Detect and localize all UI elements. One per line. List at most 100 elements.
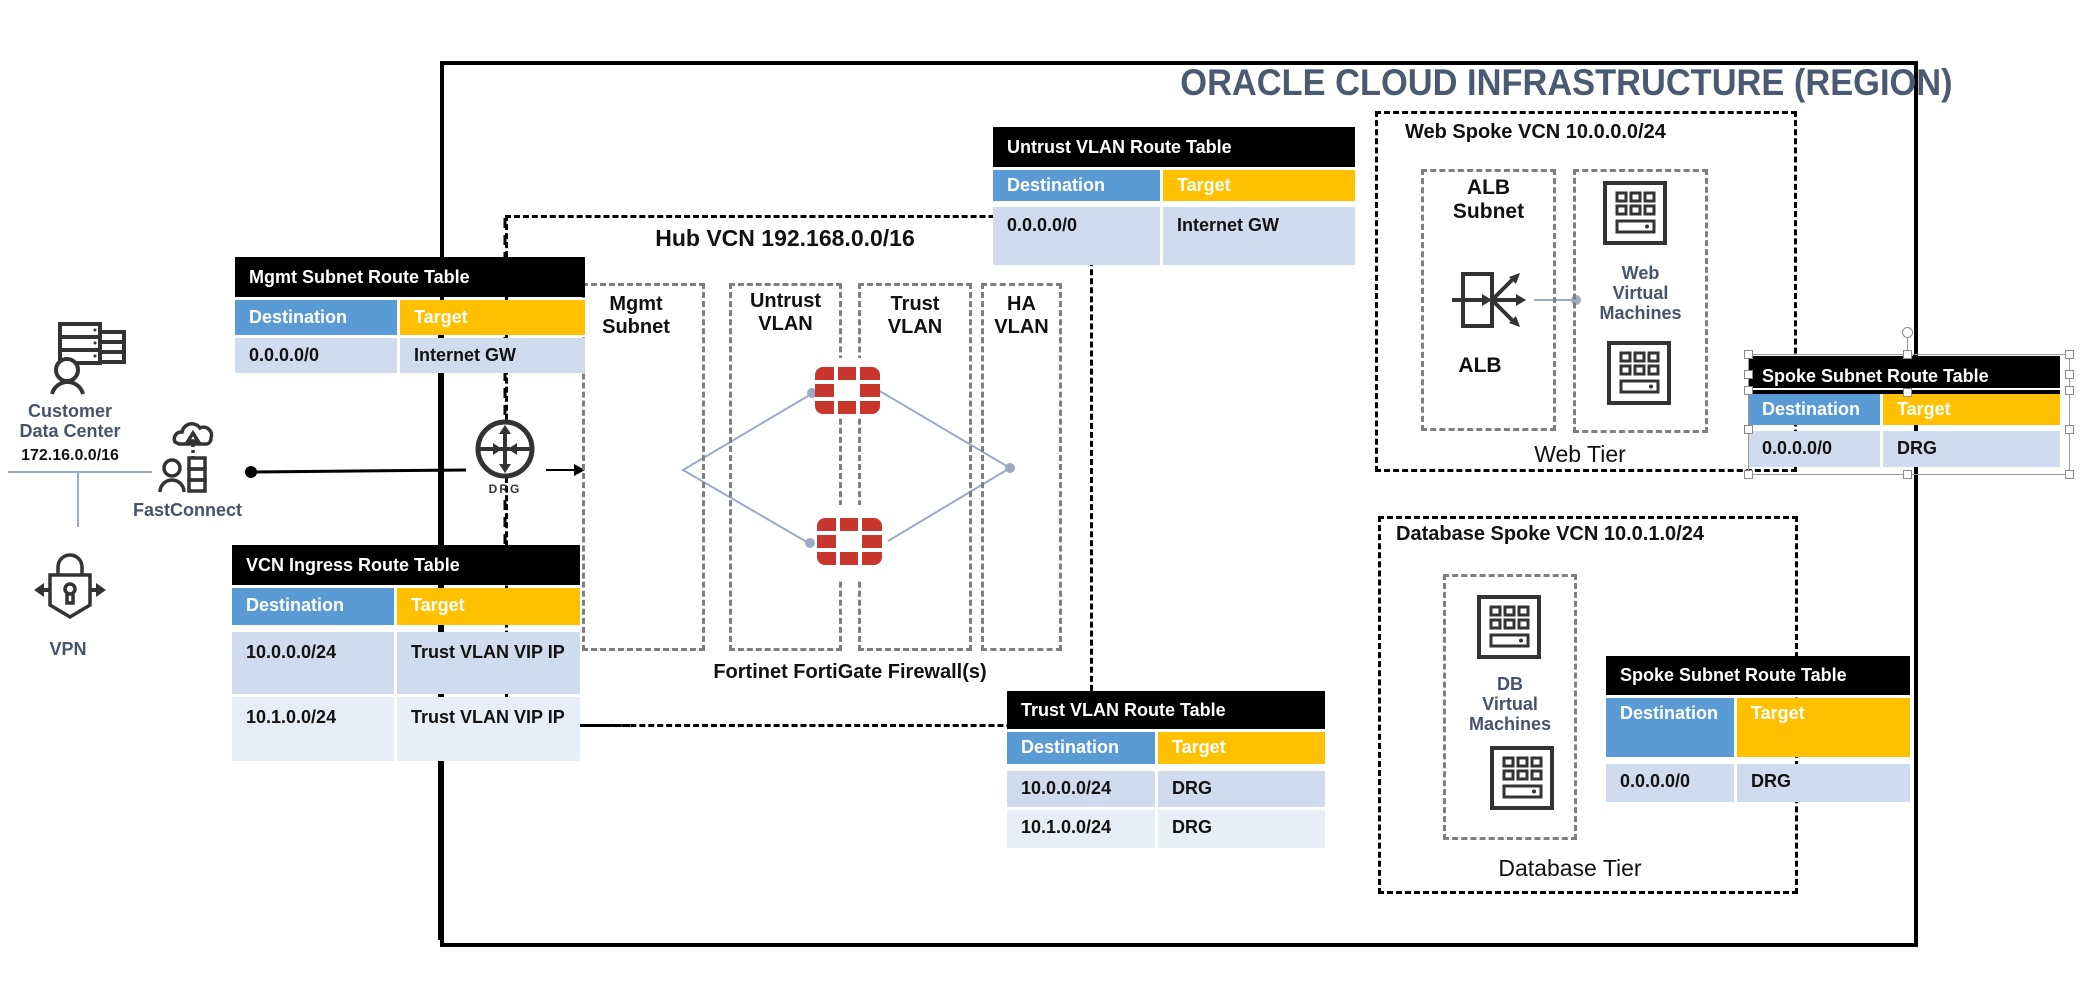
subnet-ha-vlan[interactable] <box>981 283 1062 651</box>
resize-handle[interactable] <box>1744 370 1753 379</box>
hub-vcn-title: Hub VCN 192.168.0.0/16 <box>655 225 915 251</box>
ingress-hub-dashed-line <box>580 724 630 727</box>
firewall-caption: Fortinet FortiGate Firewall(s) <box>713 661 987 683</box>
route-table-mgmt: Mgmt Subnet Route Table Destination Targ… <box>235 257 585 373</box>
server-icon[interactable] <box>1477 595 1541 659</box>
cell-target: Trust VLAN VIP IP <box>397 632 580 694</box>
web-tier-label: Web Tier <box>1534 441 1626 467</box>
table-row: 0.0.0.0/0 DRG <box>1748 431 2060 467</box>
alb-label: ALB <box>1458 354 1502 377</box>
route-table-title: Spoke Subnet Route Table <box>1606 656 1910 695</box>
label-line: Machines <box>1599 302 1682 323</box>
label-line: Trust <box>890 293 940 315</box>
resize-handle[interactable] <box>2065 370 2074 379</box>
col-target: Target <box>1737 698 1910 757</box>
web-spoke-title: Web Spoke VCN 10.0.0.0/24 <box>1405 121 1666 143</box>
cell-target: DRG <box>1737 764 1910 802</box>
resize-handle[interactable] <box>1744 350 1753 359</box>
subnet-untrust-vlan[interactable] <box>729 283 842 651</box>
server-icon[interactable] <box>1490 746 1554 810</box>
resize-handle[interactable] <box>1903 350 1912 359</box>
cell-destination: 0.0.0.0/0 <box>993 207 1160 265</box>
fastconnect-drg-line <box>250 468 467 474</box>
col-target: Target <box>400 300 585 335</box>
fortigate-icon[interactable] <box>817 518 882 565</box>
subnet-db-vm[interactable] <box>1443 574 1577 840</box>
label-line: HA <box>1007 293 1036 315</box>
label-line: VLAN <box>887 316 943 338</box>
route-table-spoke-db: Spoke Subnet Route Table Destination Tar… <box>1606 656 1910 802</box>
connector-dot <box>805 538 815 548</box>
cell-destination: 0.0.0.0/0 <box>1606 764 1734 802</box>
db-spoke-title: Database Spoke VCN 10.0.1.0/24 <box>1396 523 1704 545</box>
vpn-label: VPN <box>49 639 87 659</box>
arrow-head <box>574 464 585 476</box>
server-icon[interactable] <box>1607 341 1671 405</box>
oci-region-boundary <box>440 61 1918 947</box>
route-table-title: Untrust VLAN Route Table <box>993 127 1355 167</box>
cell-destination: 10.1.0.0/24 <box>1007 810 1155 848</box>
resize-handle[interactable] <box>1744 470 1753 479</box>
label-line: Subnet <box>1452 200 1525 224</box>
resize-handle[interactable] <box>2065 425 2074 434</box>
resize-handle[interactable] <box>1744 425 1753 434</box>
route-table-title: VCN Ingress Route Table <box>232 545 580 585</box>
subnet-untrust-label: Untrust VLAN <box>729 290 842 336</box>
label-line: Mgmt <box>609 293 663 315</box>
route-table-title: Mgmt Subnet Route Table <box>235 257 585 297</box>
rotation-handle[interactable] <box>1902 327 1913 338</box>
resize-handle[interactable] <box>1903 470 1912 479</box>
rotation-handle-stem <box>1907 337 1908 354</box>
connector-dot <box>807 388 817 398</box>
label-line: Web <box>1621 263 1660 283</box>
cell-target: Internet GW <box>400 338 585 373</box>
label-line: Data Center <box>19 420 121 441</box>
fastconnect-label: FastConnect <box>132 500 242 520</box>
database-tier-label: Database Tier <box>1498 855 1642 881</box>
table-row: 10.1.0.0/24 DRG <box>1007 810 1325 848</box>
label-line: VLAN <box>994 316 1049 338</box>
route-table-ingress: VCN Ingress Route Table Destination Targ… <box>232 545 580 761</box>
subnet-alb[interactable] <box>1421 169 1556 431</box>
label-line: Subnet <box>602 316 670 338</box>
subnet-ha-label: HA VLAN <box>981 293 1062 339</box>
resize-handle[interactable] <box>2065 386 2074 395</box>
table-row: 10.0.0.0/24 Trust VLAN VIP IP <box>232 632 580 694</box>
route-table-trust: Trust VLAN Route Table Destination Targe… <box>1007 691 1325 848</box>
table-row: 0.0.0.0/0 DRG <box>1606 764 1910 802</box>
label-line: Untrust <box>749 290 822 312</box>
fastconnect-icon[interactable] <box>155 420 223 493</box>
label-line: ALB <box>1466 176 1511 199</box>
col-destination: Destination <box>993 170 1160 201</box>
subnet-trust-vlan[interactable] <box>858 283 972 651</box>
alb-subnet-label: ALB Subnet <box>1421 176 1556 224</box>
server-icon[interactable] <box>1603 181 1667 245</box>
cell-destination: 0.0.0.0/0 <box>235 338 397 373</box>
cell-destination: 10.1.0.0/24 <box>232 697 394 761</box>
subnet-mgmt[interactable] <box>582 283 705 651</box>
label-line: Machines <box>1468 713 1552 734</box>
resize-handle[interactable] <box>1903 388 1912 397</box>
resize-handle[interactable] <box>2065 470 2074 479</box>
cell-destination: 10.0.0.0/24 <box>232 632 394 694</box>
resize-handle[interactable] <box>1744 386 1753 395</box>
customer-cidr: 172.16.0.0/16 <box>21 447 119 464</box>
untrust-link <box>681 392 814 546</box>
col-destination: Destination <box>1606 698 1734 757</box>
load-balancer-icon[interactable] <box>1452 272 1526 328</box>
router-icon[interactable] <box>474 418 536 480</box>
resize-handle[interactable] <box>2065 350 2074 359</box>
table-row: 0.0.0.0/0 Internet GW <box>235 338 585 373</box>
cell-destination: 10.0.0.0/24 <box>1007 771 1155 807</box>
label-line: VLAN <box>758 313 813 335</box>
table-row: 0.0.0.0/0 Internet GW <box>993 207 1355 265</box>
customer-datacenter-icon <box>50 322 126 395</box>
table-row: 10.1.0.0/24 Trust VLAN VIP IP <box>232 697 580 761</box>
customer-label: Customer Data Center <box>0 401 140 442</box>
fortigate-icon[interactable] <box>815 367 880 414</box>
vpn-lock-icon[interactable] <box>32 553 108 620</box>
route-table-title: Spoke Subnet Route Table <box>1748 356 2060 388</box>
drg-label: DRG <box>488 482 522 496</box>
subnet-web-vm[interactable] <box>1573 169 1708 433</box>
cell-target: DRG <box>1158 810 1325 848</box>
